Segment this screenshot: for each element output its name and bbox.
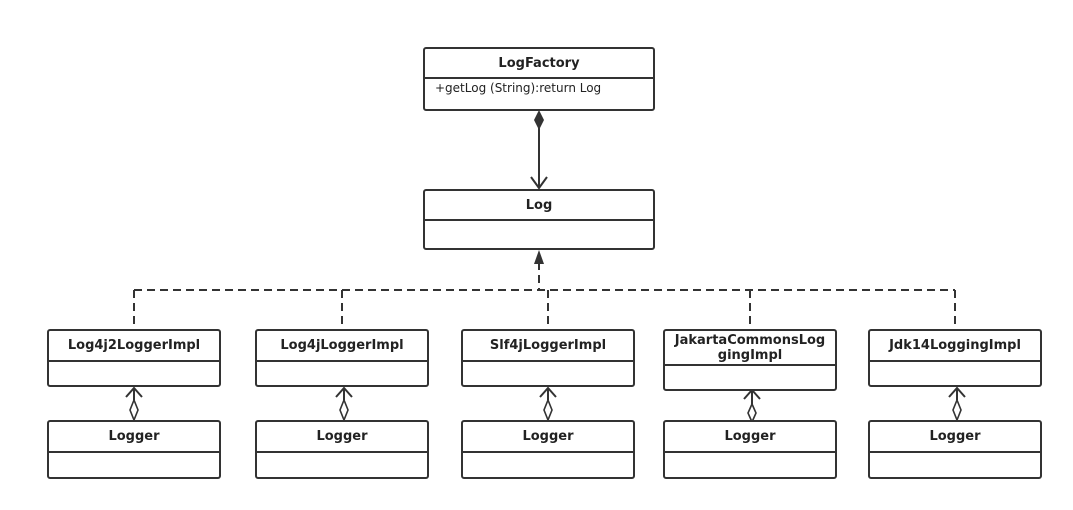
class-operation: +getLog (String):return Log [435,81,602,95]
class-name-line-2: gingImpl [717,347,783,363]
class-name: Log [425,191,653,221]
filled-diamond [534,110,544,130]
aggregation-edge-1 [125,386,143,423]
aggregation-edge-4 [743,388,761,424]
realization-arrowhead [534,250,544,264]
class-jdk14loggingimpl[interactable]: Jdk14LoggingImpl [868,329,1042,387]
class-name: JakartaCommonsLog gingImpl [665,331,835,366]
aggregation-edge-5 [948,386,966,423]
open-diamond [952,397,962,423]
aggregation-edge-2 [335,386,353,423]
class-logger-5[interactable]: Logger [868,420,1042,479]
open-arrowhead [530,176,548,190]
class-name: Log4j2LoggerImpl [49,331,219,362]
class-name: Jdk14LoggingImpl [870,331,1040,362]
class-name-line-1: JakartaCommonsLog [674,332,826,348]
aggregation-edge-3 [539,386,557,423]
class-logger-3[interactable]: Logger [461,420,635,479]
class-name: Logger [49,422,219,453]
class-name: Log4jLoggerImpl [257,331,427,362]
class-name: Slf4jLoggerImpl [463,331,633,362]
open-diamond [339,397,349,423]
class-name: LogFactory [425,49,653,79]
class-name: Logger [257,422,427,453]
class-jakartacommonsloggingimpl[interactable]: JakartaCommonsLog gingImpl [663,329,837,391]
class-name: Logger [463,422,633,453]
realization-edges [133,262,956,330]
class-logfactory[interactable]: LogFactory +getLog (String):return Log [423,47,655,111]
composition-edge-logfactory-log [530,110,548,190]
class-name: Logger [870,422,1040,453]
class-slf4jloggerimpl[interactable]: Slf4jLoggerImpl [461,329,635,387]
class-logger-4[interactable]: Logger [663,420,837,479]
class-log[interactable]: Log [423,189,655,250]
class-log4j2loggerimpl[interactable]: Log4j2LoggerImpl [47,329,221,387]
open-diamond [129,397,139,423]
class-logger-2[interactable]: Logger [255,420,429,479]
class-name: Logger [665,422,835,453]
class-logger-1[interactable]: Logger [47,420,221,479]
open-diamond [543,397,553,423]
class-log4jloggerimpl[interactable]: Log4jLoggerImpl [255,329,429,387]
